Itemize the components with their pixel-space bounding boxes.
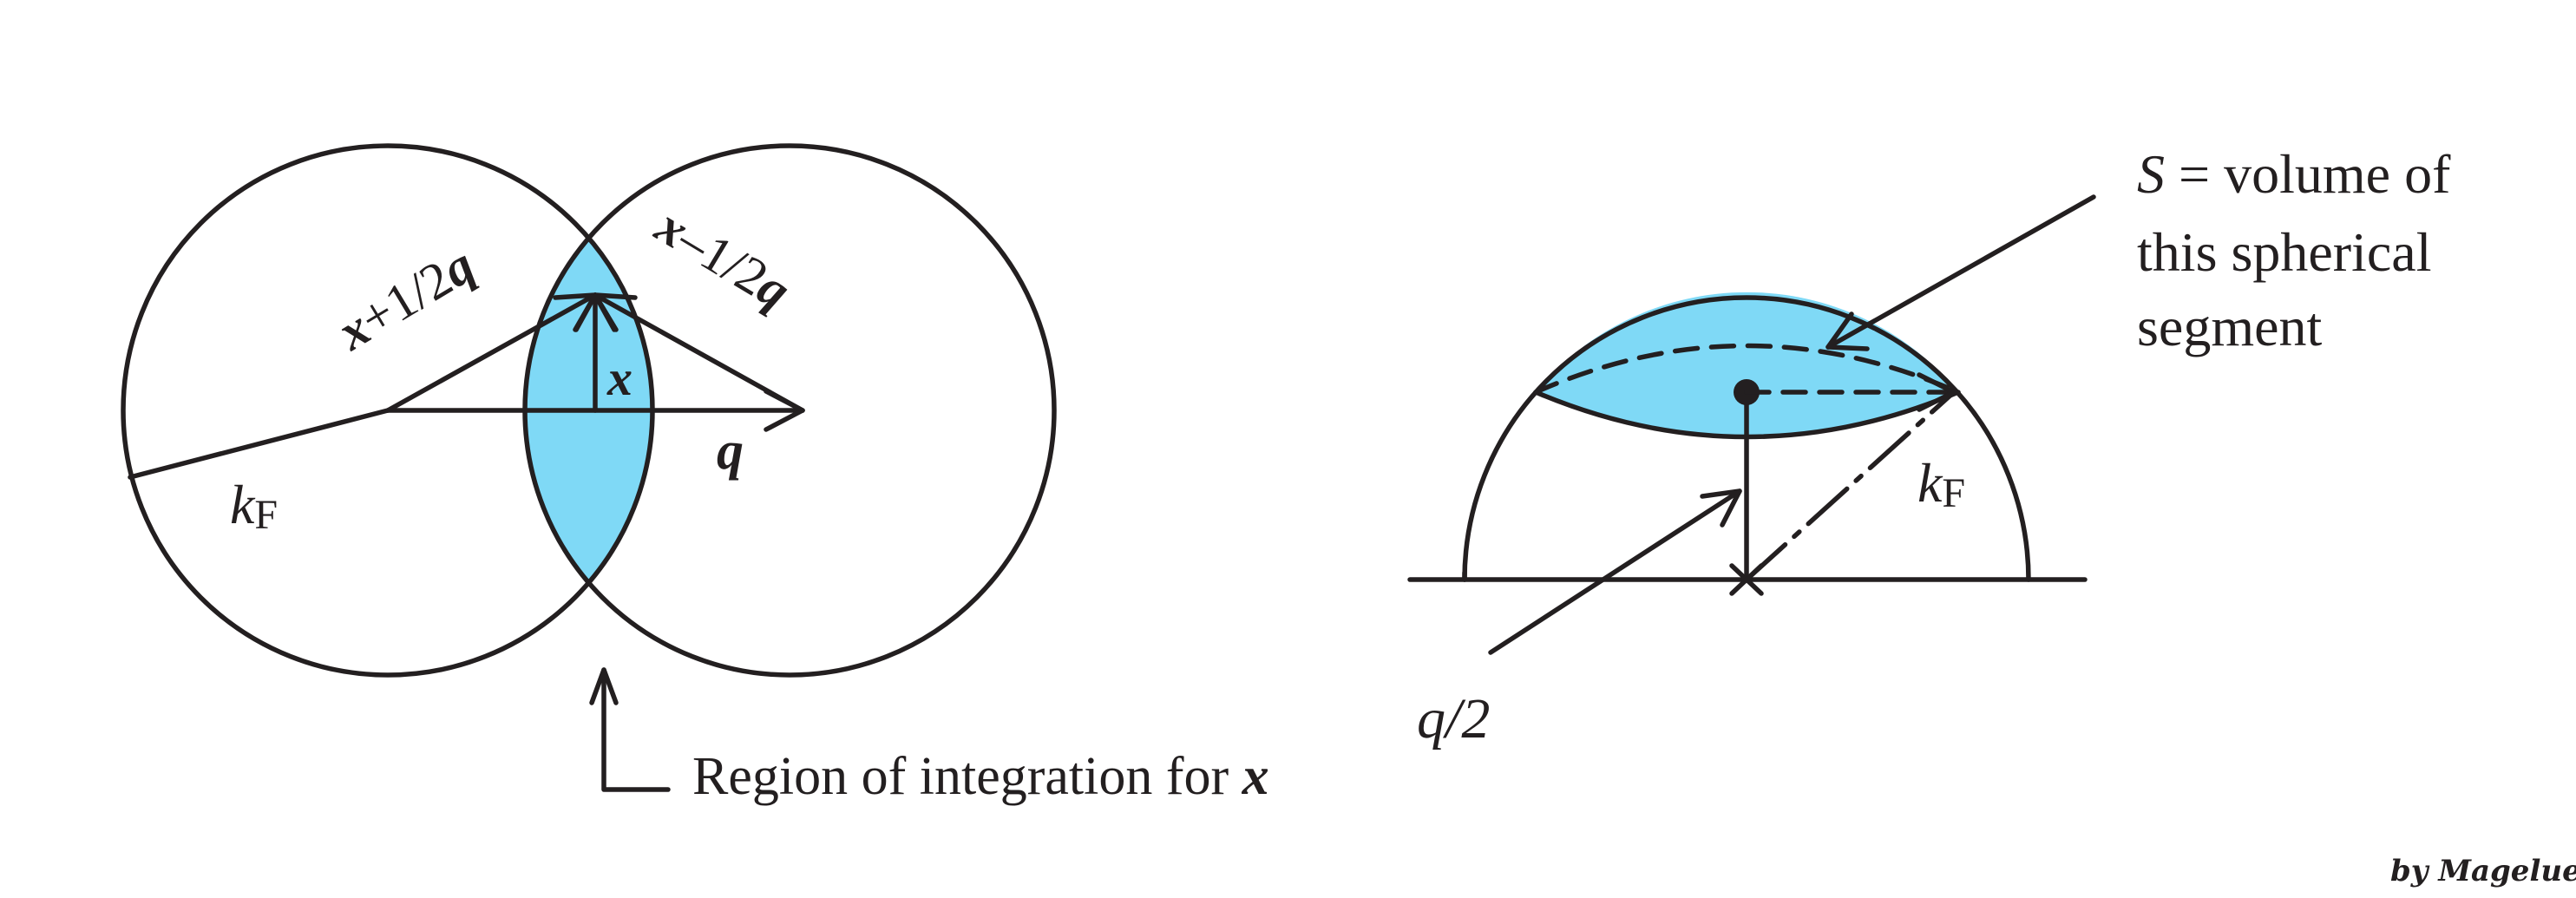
right-figure: kF q/2 S = volume of this spherical segm… — [1407, 143, 2451, 751]
label-q: q — [717, 422, 744, 481]
annotation-pointer — [1825, 194, 2096, 350]
label-x-plus-half-q: x+1/2q — [327, 236, 484, 362]
annotation-arrowhead — [1825, 311, 1870, 351]
left-figure: x+1/2q x–1/2q x q kF Region of integrati… — [121, 143, 1269, 806]
annotation-line-1: S = volume of — [2137, 143, 2451, 205]
caption-pointer — [601, 667, 671, 792]
label-x-minus-half-q: x–1/2q — [646, 196, 800, 320]
hemisphere-arc — [1462, 295, 2031, 582]
q-half-arrowhead — [1700, 488, 1742, 528]
author-signature: by Mageluer — [2390, 854, 2576, 888]
origin-cross-b — [1729, 563, 1764, 596]
label-kf-right: kF — [1917, 452, 1965, 516]
caption-pointer-arrowhead — [589, 667, 619, 705]
kf-radius-right — [1744, 390, 1957, 582]
x-plus-half-q-vector — [385, 292, 598, 413]
x-minus-half-q-vector — [593, 292, 805, 413]
x-arrowhead — [574, 292, 617, 332]
label-q-half: q/2 — [1417, 687, 1490, 751]
annotation-line-2: this spherical — [2137, 221, 2431, 283]
label-x: x — [606, 350, 633, 406]
q-half-pointer — [1488, 488, 1742, 655]
spherical-segment-fill — [1536, 292, 1958, 437]
segment-base-back — [1533, 343, 1961, 395]
label-kf-left: kF — [230, 474, 278, 538]
kf-radius-line — [128, 408, 390, 480]
caption-region-of-integration: Region of integration for x — [692, 747, 1269, 806]
annotation-line-3: segment — [2137, 296, 2323, 357]
